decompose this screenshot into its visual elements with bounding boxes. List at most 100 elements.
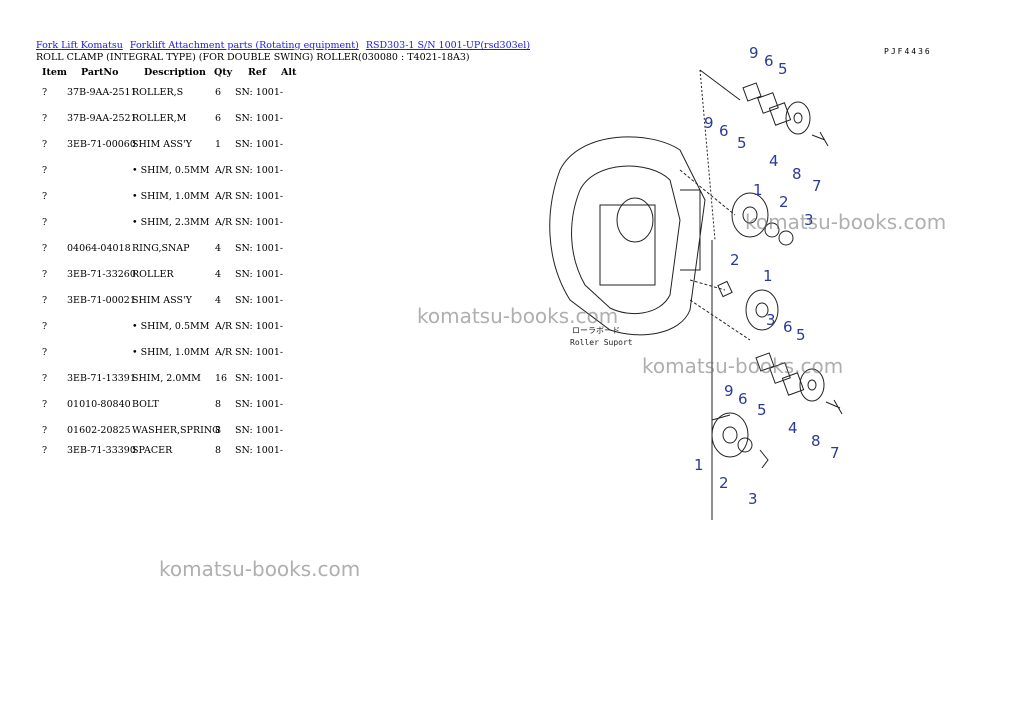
middle-roller-1 bbox=[731, 192, 769, 238]
cell-qty: 16 bbox=[215, 373, 228, 384]
header-qty: Qty bbox=[214, 67, 233, 78]
plate-bracket bbox=[680, 189, 701, 271]
callout-number: 3 bbox=[748, 490, 758, 508]
cell-description: RING,SNAP bbox=[132, 243, 190, 254]
cell-description: BOLT bbox=[132, 399, 159, 410]
callout-number: 8 bbox=[811, 432, 821, 450]
callout-number: 9 bbox=[724, 382, 734, 400]
callout-number: 4 bbox=[769, 152, 779, 170]
cell-qty: 1 bbox=[215, 139, 222, 150]
cell-qty: 4 bbox=[215, 243, 222, 254]
callout-number: 6 bbox=[738, 390, 748, 408]
header-description: Description bbox=[144, 67, 206, 78]
callout-number: 2 bbox=[719, 474, 729, 492]
table-row: ? 01602-20825 WASHER,SPRING 8 SN: 1001- bbox=[36, 425, 336, 437]
watermark: komatsu-books.com bbox=[642, 354, 844, 378]
cell-partno: 3EB-71-13391 bbox=[67, 373, 136, 384]
table-row: ? 3EB-71-13391 SHIM, 2.0MM 16 SN: 1001- bbox=[36, 373, 336, 385]
diagram-code: PJF4436 bbox=[884, 47, 932, 56]
cell-qty: A/R bbox=[215, 321, 233, 332]
cell-description: ROLLER,S bbox=[132, 87, 184, 98]
callout-number: 9 bbox=[749, 44, 759, 62]
cell-partno: 01602-20825 bbox=[67, 425, 131, 436]
cell-qty: A/R bbox=[215, 165, 233, 176]
cell-description: WASHER,SPRING bbox=[132, 425, 220, 436]
cell-item: ? bbox=[42, 243, 48, 254]
page-title: ROLL CLAMP (INTEGRAL TYPE) (FOR DOUBLE S… bbox=[36, 52, 470, 63]
cell-ref: SN: 1001- bbox=[235, 321, 284, 332]
cell-item: ? bbox=[42, 295, 48, 306]
watermark: komatsu-books.com bbox=[417, 304, 619, 328]
parts-table-header: Item PartNo Description Qty Ref Alt bbox=[36, 67, 336, 79]
cell-description: • SHIM, 2.3MM bbox=[132, 217, 210, 228]
cell-partno: 3EB-71-00060 bbox=[67, 139, 136, 150]
cell-description: SPACER bbox=[132, 445, 173, 456]
callout-number: 5 bbox=[757, 401, 767, 419]
cell-description: ROLLER bbox=[132, 269, 174, 280]
callout-number: 4 bbox=[788, 419, 798, 437]
cell-qty: 8 bbox=[215, 425, 222, 436]
table-row: ? 37B-9AA-2511 ROLLER,S 6 SN: 1001- bbox=[36, 87, 336, 99]
cell-description: • SHIM, 1.0MM bbox=[132, 191, 210, 202]
cell-qty: 8 bbox=[215, 445, 222, 456]
plate-hole bbox=[616, 197, 654, 243]
cell-ref: SN: 1001- bbox=[235, 165, 284, 176]
callout-number: 5 bbox=[778, 60, 788, 78]
table-row: ? 3EB-71-00021 SHIM ASS'Y 4 SN: 1001- bbox=[36, 295, 336, 307]
cell-ref: SN: 1001- bbox=[235, 191, 284, 202]
header-ref: Ref bbox=[248, 67, 267, 78]
cell-ref: SN: 1001- bbox=[235, 243, 284, 254]
cell-item: ? bbox=[42, 347, 48, 358]
cell-item: ? bbox=[42, 425, 48, 436]
breadcrumb-link-category[interactable]: Forklift Attachment parts (Rotating equi… bbox=[129, 40, 359, 51]
watermark: komatsu-books.com bbox=[745, 210, 947, 234]
cell-item: ? bbox=[42, 87, 48, 98]
cell-description: • SHIM, 1.0MM bbox=[132, 347, 210, 358]
cell-partno: 37B-9AA-2511 bbox=[67, 87, 137, 98]
table-row: ? 3EB-71-33260 ROLLER 4 SN: 1001- bbox=[36, 269, 336, 281]
cell-description: • SHIM, 0.5MM bbox=[132, 165, 210, 176]
callout-number: 3 bbox=[804, 211, 814, 229]
cell-item: ? bbox=[42, 269, 48, 280]
cell-qty: 6 bbox=[215, 87, 222, 98]
upper-bolt bbox=[811, 131, 829, 147]
cell-partno: 37B-9AA-2521 bbox=[67, 113, 137, 124]
callout-number: 1 bbox=[694, 456, 704, 474]
callout-number: 9 bbox=[704, 114, 714, 132]
callout-number: 6 bbox=[764, 52, 774, 70]
table-row: ? 3EB-71-00060 SHIM ASS'Y 1 SN: 1001- bbox=[36, 139, 336, 151]
header-alt: Alt bbox=[281, 67, 297, 78]
cell-item: ? bbox=[42, 373, 48, 384]
cell-ref: SN: 1001- bbox=[235, 425, 284, 436]
cell-qty: 6 bbox=[215, 113, 222, 124]
cell-item: ? bbox=[42, 321, 48, 332]
cell-ref: SN: 1001- bbox=[235, 347, 284, 358]
cell-description: SHIM ASS'Y bbox=[132, 295, 192, 306]
cell-qty: 4 bbox=[215, 269, 222, 280]
cell-item: ? bbox=[42, 399, 48, 410]
cell-qty: A/R bbox=[215, 217, 233, 228]
cell-ref: SN: 1001- bbox=[235, 113, 284, 124]
cell-partno: 01010-80840 bbox=[67, 399, 131, 410]
table-row: ? • SHIM, 1.0MM A/R SN: 1001- bbox=[36, 191, 336, 203]
cell-ref: SN: 1001- bbox=[235, 87, 284, 98]
plate-inner-ring bbox=[571, 165, 681, 315]
breadcrumb: Fork Lift Komatsu Forklift Attachment pa… bbox=[36, 40, 534, 51]
cell-ref: SN: 1001- bbox=[235, 399, 284, 410]
cell-description: SHIM, 2.0MM bbox=[132, 373, 201, 384]
cell-item: ? bbox=[42, 445, 48, 456]
callout-number: 1 bbox=[753, 181, 763, 199]
upper-roller-small bbox=[785, 101, 811, 135]
cell-partno: 04064-04018 bbox=[67, 243, 131, 254]
breadcrumb-link-brand[interactable]: Fork Lift Komatsu bbox=[36, 40, 123, 51]
cell-item: ? bbox=[42, 139, 48, 150]
table-row: ? • SHIM, 0.5MM A/R SN: 1001- bbox=[36, 165, 336, 177]
table-row: ? • SHIM, 0.5MM A/R SN: 1001- bbox=[36, 321, 336, 333]
cell-partno: 3EB-71-33260 bbox=[67, 269, 136, 280]
upper-bracket bbox=[742, 82, 762, 102]
breadcrumb-link-model[interactable]: RSD303-1 S/N 1001-UP(rsd303el) bbox=[365, 40, 531, 51]
callout-number: 1 bbox=[763, 267, 773, 285]
table-row: ? 3EB-71-33390 SPACER 8 SN: 1001- bbox=[36, 445, 336, 457]
cell-item: ? bbox=[42, 113, 48, 124]
callout-number: 8 bbox=[792, 165, 802, 183]
